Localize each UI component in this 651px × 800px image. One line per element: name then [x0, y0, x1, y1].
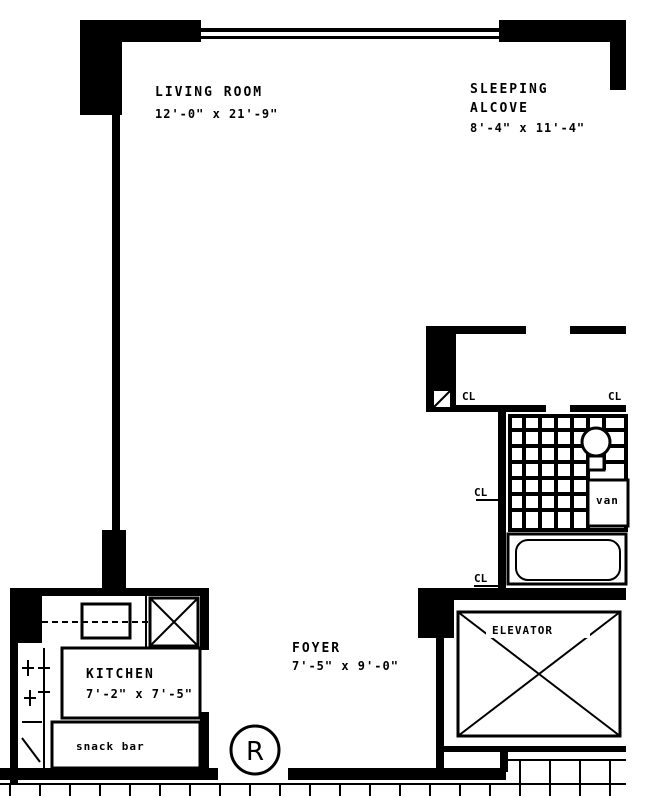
foyer-right-wall — [436, 595, 444, 770]
kitchen-right-wall-lower — [200, 712, 209, 772]
vanity-label: van — [596, 494, 619, 507]
vanity — [586, 478, 630, 528]
kitchen-fixtures — [21, 596, 202, 770]
toilet — [580, 426, 612, 472]
closet-label-2: CL — [608, 390, 622, 403]
closet-post-detail — [432, 389, 452, 409]
sleeping-alcove-dims: 8'-4" x 11'-4" — [470, 121, 585, 135]
registered-letter: R — [246, 737, 264, 767]
kitchen-left-wall-lower — [10, 643, 18, 783]
bottom-ticks — [0, 759, 626, 796]
elevator-left-post — [418, 588, 454, 638]
kitchen-label: KITCHEN — [86, 667, 155, 682]
top-window-line-2 — [200, 36, 500, 39]
corner-post-bottom — [500, 752, 508, 772]
kitchen-counter — [60, 646, 202, 720]
bottom-wall-right — [288, 768, 506, 780]
kitchen-dims: 7'-2" x 7'-5" — [86, 687, 193, 701]
left-pillar-lower — [102, 530, 126, 590]
closet-marks — [474, 499, 498, 587]
snack-bar-counter — [50, 720, 202, 770]
elevator-top-wall — [418, 588, 626, 600]
foyer-label: FOYER — [292, 641, 341, 656]
closet-label-1: CL — [462, 390, 476, 403]
closet-label-4: CL — [474, 572, 488, 585]
right-pillar — [610, 20, 626, 90]
snack-bar-label: snack bar — [76, 740, 145, 753]
bath-top-wall — [570, 405, 626, 412]
living-room-label: LIVING ROOM — [155, 85, 263, 100]
sleeping-alcove-label-1: SLEEPING — [470, 82, 549, 97]
foyer-dims: 7'-5" x 9'-0" — [292, 659, 399, 673]
left-wall — [112, 110, 120, 530]
kitchen-top-wall — [10, 588, 208, 596]
top-wall-right — [500, 20, 626, 42]
outlet-marks — [22, 660, 50, 706]
window-marks — [199, 20, 501, 42]
bath-left-wall — [498, 412, 506, 590]
top-window-line — [200, 28, 500, 32]
kitchen-right-wall — [200, 588, 209, 650]
kitchen-left-wall — [10, 588, 42, 643]
elevator-shaft — [456, 610, 622, 738]
top-wall-left — [80, 20, 200, 42]
bottom-wall-left — [0, 768, 218, 780]
closet-bottom-wall — [456, 405, 546, 412]
closet-label-3: CL — [474, 486, 488, 499]
sleeping-alcove-label-2: ALCOVE — [470, 101, 529, 116]
elevator-bottom-wall — [444, 746, 626, 752]
closet-top-wall-right — [570, 326, 626, 334]
elevator-label: ELEVATOR — [492, 624, 553, 637]
bathtub — [506, 532, 628, 586]
living-room-dims: 12'-0" x 21'-9" — [155, 107, 278, 121]
closet-top-wall — [426, 326, 526, 334]
walls — [0, 20, 626, 783]
registered-mark: R — [229, 724, 281, 776]
